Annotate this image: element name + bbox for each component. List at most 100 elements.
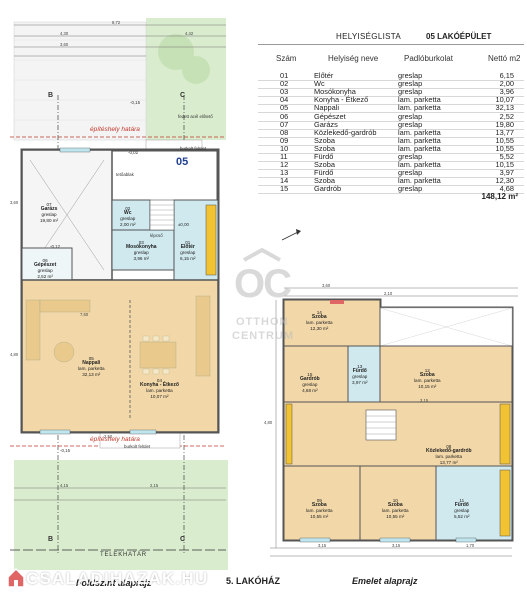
schedule-cell-name: Közlekedő-gardrób	[314, 127, 377, 137]
schedule-cell-num: 11	[280, 152, 288, 161]
schedule-row: 08 Közlekedő-gardrób lam. parketta 13,77	[258, 128, 524, 138]
stair-note: lépcső	[150, 233, 163, 238]
upper-floor-plan	[250, 229, 518, 562]
schedule-cell-area: 2,52	[499, 111, 514, 121]
schedule-cell-num: 10	[280, 143, 289, 153]
building-label: 5. LAKÓHÁZ	[226, 576, 280, 586]
schedule-title-row: HELYISÉGLISTA 05 LAKÓÉPÜLET	[258, 30, 524, 45]
dim-bottom-b: 2,15	[150, 483, 159, 488]
schedule-cell-num: 04	[280, 95, 289, 105]
site-watermark: CSALADIHAZAK.HU	[0, 563, 230, 597]
schedule-cell-area: 4,68	[499, 184, 514, 194]
schedule-cell-floor: lam. parketta	[398, 176, 441, 186]
section-mark-b-top: B	[48, 92, 54, 99]
schedule-cell-floor: lam. parketta	[398, 103, 441, 113]
schedule-cell-floor: lam. parketta	[398, 127, 441, 137]
ground-floor-title: Földszint alaprajz	[76, 578, 152, 588]
schedule-cell-name: Wc	[314, 79, 325, 89]
schedule-cell-floor: greslap	[398, 71, 423, 80]
schedule-cell-floor: lam. parketta	[398, 143, 441, 153]
ground-floor-plan	[10, 18, 228, 570]
logo-letters: OC	[234, 262, 292, 306]
logo-line2: CENTRUM	[232, 330, 294, 342]
schedule-cell-num: 06	[280, 111, 289, 121]
logo-line1: OTTHON	[236, 316, 289, 328]
dim-top-a: 4,30	[60, 31, 69, 36]
roof-window-note: tetőablak	[116, 172, 134, 177]
dim-mid: 7,60	[80, 312, 89, 317]
dim-side-b: 4,80	[10, 352, 19, 357]
site-watermark-text: CSALADIHAZAK.HU	[26, 569, 209, 588]
schedule-cell-area: 32,13	[495, 103, 515, 113]
section-mark-c-top: C	[180, 92, 186, 99]
upper-dim-side: 4,80	[264, 420, 273, 425]
upper-dim-top-b: 2,10	[384, 291, 393, 296]
upper-dim-mid: 3,15	[420, 398, 429, 403]
schedule-cell-name: Fürdő	[314, 152, 334, 161]
schedule-cell-floor: greslap	[398, 119, 423, 129]
schedule-cell-name: Szoba	[314, 143, 335, 153]
schedule-cell-area: 10,55	[495, 135, 515, 145]
schedule-cell-num: 05	[280, 103, 289, 113]
schedule-cell-name: Mosókonyha	[314, 87, 356, 97]
schedule-cell-area: 3,96	[499, 87, 514, 97]
schedule-cell-num: 01	[280, 71, 289, 80]
schedule-total: 148,12 m²	[481, 192, 518, 201]
schedule-cell-num: 08	[280, 127, 289, 137]
schedule-cell-name: Szoba	[314, 176, 335, 186]
schedule-cell-num: 13	[280, 168, 289, 178]
level-02-note: -0,02	[128, 150, 139, 155]
schedule-row: 05 Nappali lam. parketta 32,13	[258, 103, 524, 114]
schedule-cell-name: Fürdő	[314, 168, 334, 178]
schedule-cell-area: 3,97	[499, 168, 514, 178]
schedule-cell-floor: lam. parketta	[398, 135, 441, 145]
schedule-building: 05 LAKÓÉPÜLET	[426, 32, 492, 41]
dim-top-b: 4,42	[185, 31, 194, 36]
boundary-label-top: építéshely határa	[90, 126, 140, 133]
schedule-cell-floor: greslap	[398, 152, 423, 161]
schedule-cell-floor: greslap	[398, 87, 423, 97]
schedule-cell-name: Gépészet	[314, 111, 346, 121]
level-note-bottom: -0,15	[60, 448, 71, 453]
schedule-cell-name: Nappali	[314, 103, 340, 113]
boundary-label-bottom: építéshely határa	[90, 436, 140, 443]
level-zero-note: ±0,00	[178, 222, 189, 227]
schedule-cell-area: 10,07	[495, 95, 515, 105]
level-12-note: -0,12	[50, 244, 61, 249]
schedule-cell-name: Gardrób	[314, 184, 342, 194]
paving-note-bottom: burkolt felület	[124, 444, 151, 449]
porch-note: fedett acél előtető	[178, 114, 213, 119]
schedule-row: 10 Szoba lam. parketta 10,55	[258, 144, 524, 154]
schedule-cell-area: 6,15	[499, 71, 514, 80]
dim-bottom-c: 2,50	[104, 434, 113, 439]
schedule-cell-area: 13,77	[495, 127, 515, 137]
header-name: Helyiség neve	[328, 54, 379, 63]
schedule-cell-num: 03	[280, 87, 289, 97]
schedule-cell-area: 19,80	[495, 119, 515, 129]
upper-dim-bottom-a: 3,15	[318, 543, 327, 548]
schedule-cell-floor: lam. parketta	[398, 95, 441, 105]
level-note-top: -0,15	[130, 100, 141, 105]
unit-mark: 05	[176, 156, 189, 168]
schedule-cell-num: 12	[280, 160, 289, 170]
schedule-title: HELYISÉGLISTA	[336, 32, 401, 41]
section-mark-b-bottom: B	[48, 536, 54, 543]
schedule-cell-area: 10,55	[495, 143, 515, 153]
